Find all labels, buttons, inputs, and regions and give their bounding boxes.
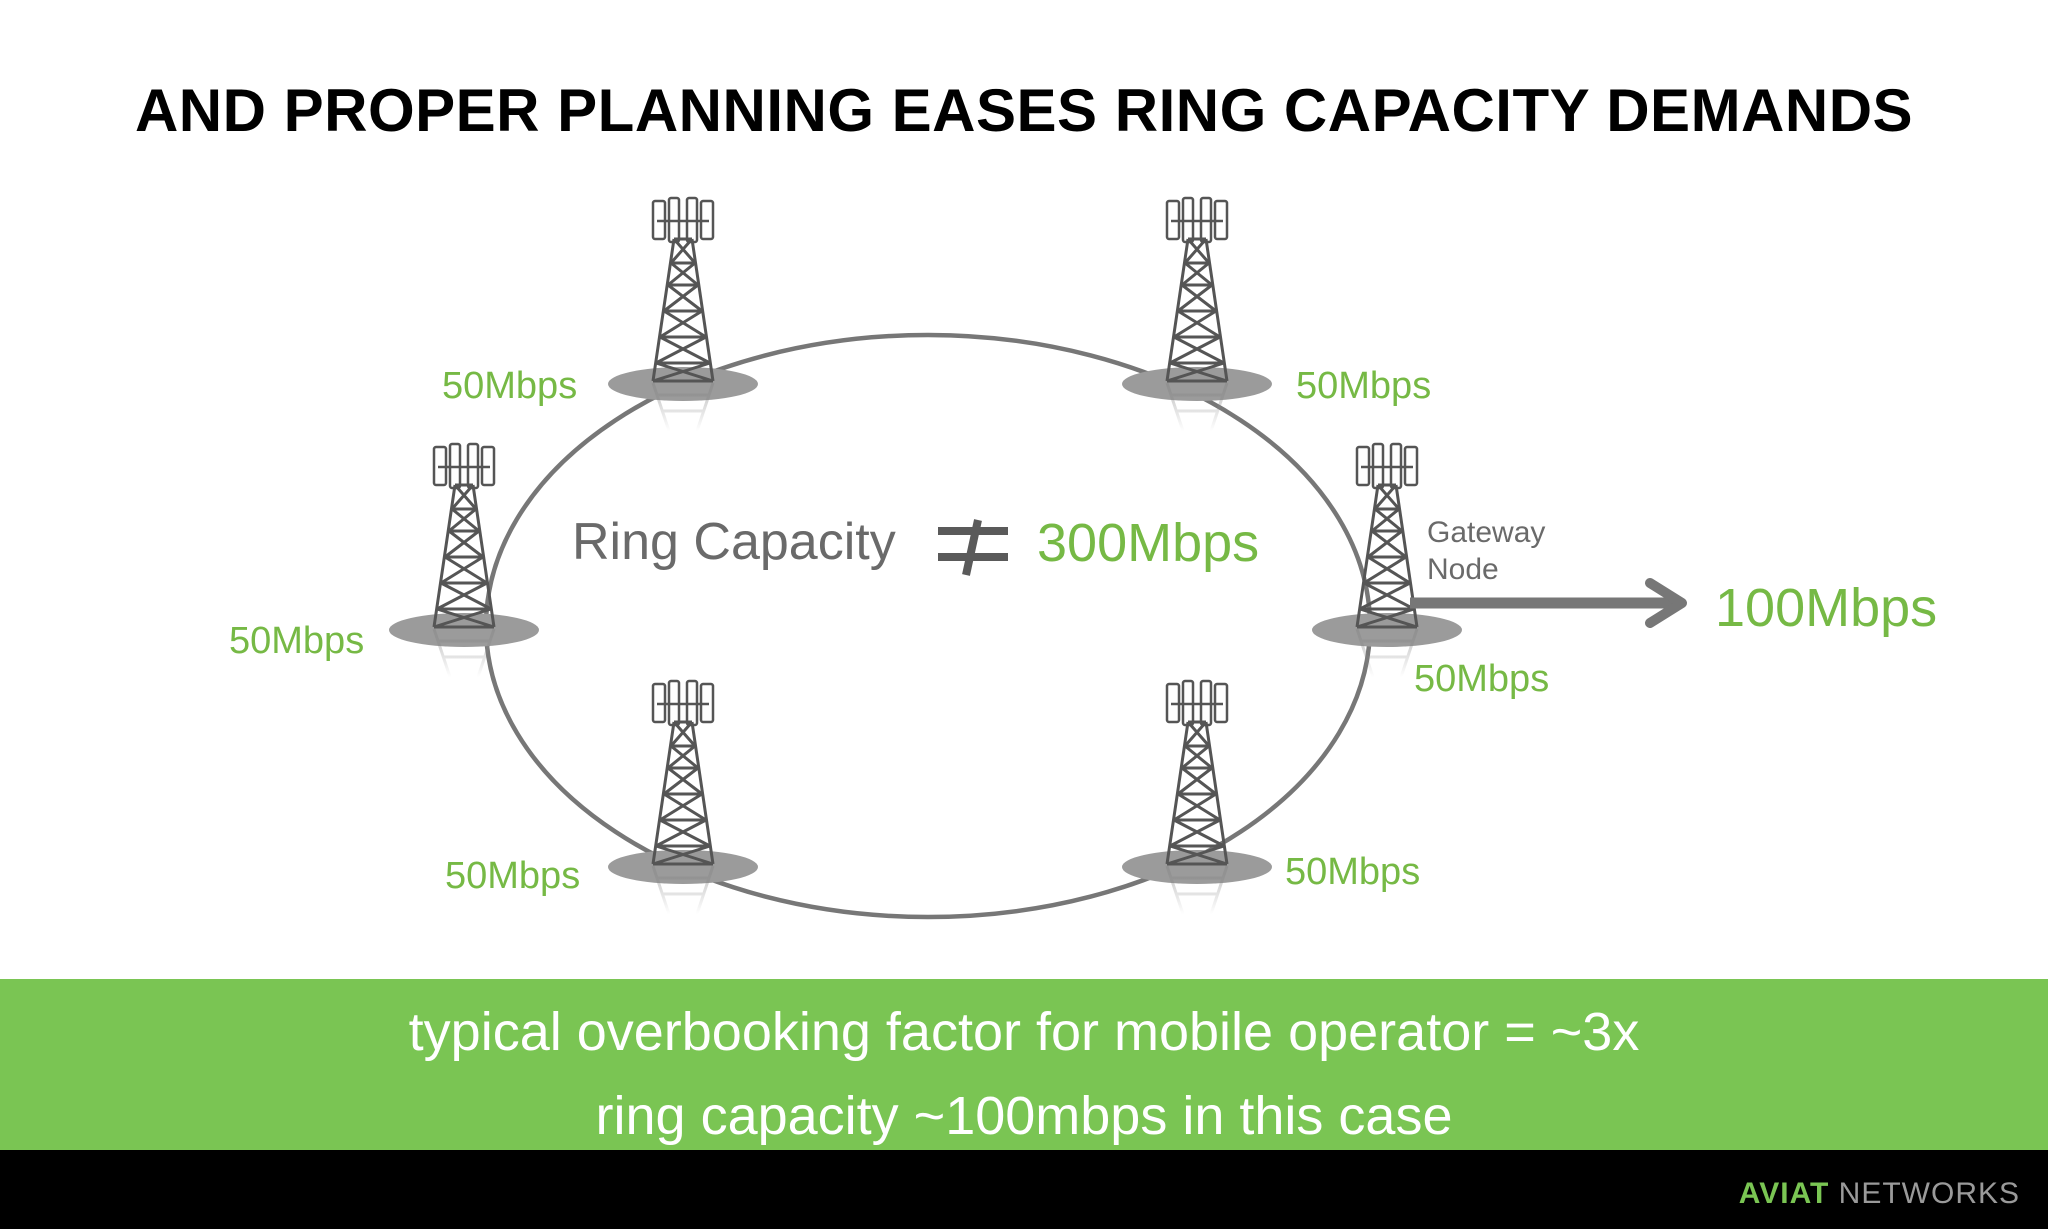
banner-line-1: typical overbooking factor for mobile op…	[408, 1002, 1640, 1062]
gateway-label-line1: Gateway	[1427, 516, 1546, 549]
slide-title: AND PROPER PLANNING EASES RING CAPACITY …	[134, 77, 1914, 144]
gateway-label-line2: Node	[1427, 553, 1499, 586]
tower-base-shadow	[1122, 367, 1272, 401]
not-equal-symbol	[938, 519, 1008, 576]
tower-base-shadow	[608, 850, 758, 884]
brand-logo: AVIAT NETWORKS	[1739, 1177, 2020, 1211]
cell-tower-icon	[432, 442, 496, 679]
brand-name-secondary: NETWORKS	[1829, 1177, 2020, 1210]
node-rate-bottom-left: 50Mbps	[445, 855, 581, 897]
banner-line-2: ring capacity ~100mbps in this case	[595, 1086, 1453, 1146]
gateway-node-label: Gateway Node	[1427, 514, 1627, 588]
brand-name-primary: AVIAT	[1738, 1177, 1830, 1210]
cell-tower-icon	[651, 679, 715, 916]
node-rate-top-left: 50Mbps	[442, 365, 578, 407]
tower-base-shadow	[608, 367, 758, 401]
capacity-ring	[483, 332, 1373, 920]
gateway-output-rate: 100Mbps	[1715, 578, 1938, 638]
cell-tower-icon	[1165, 196, 1229, 433]
node-rate-gateway: 50Mbps	[1414, 658, 1550, 700]
ring-capacity-label: Ring Capacity	[572, 513, 896, 571]
ring-capacity-value: 300Mbps	[1037, 513, 1260, 573]
node-rate-left: 50Mbps	[229, 620, 365, 662]
node-rate-bottom-right: 50Mbps	[1285, 851, 1421, 893]
cell-tower-icon	[1165, 679, 1229, 916]
tower-base-shadow	[389, 613, 539, 647]
cell-tower-icon	[1355, 442, 1419, 679]
arrow-right-icon	[1410, 578, 1687, 628]
summary-banner: typical overbooking factor for mobile op…	[0, 979, 2048, 1150]
node-rate-top-right: 50Mbps	[1296, 365, 1432, 407]
tower-base-shadow	[1312, 613, 1462, 647]
cell-tower-icon	[651, 196, 715, 433]
tower-base-shadow	[1122, 850, 1272, 884]
footer-bar	[0, 1150, 2048, 1229]
